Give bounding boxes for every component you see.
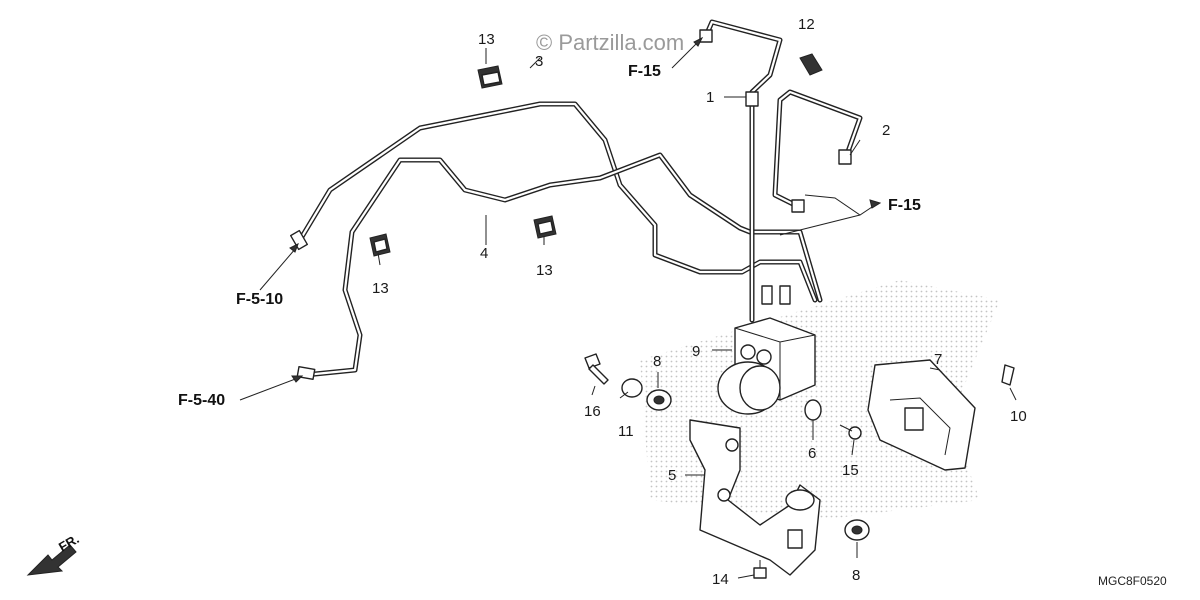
label-part-8-lower: 8 <box>852 567 860 584</box>
label-part-8-upper: 8 <box>653 353 661 370</box>
label-part-14: 14 <box>712 571 729 588</box>
label-part-11: 11 <box>618 423 634 440</box>
bolt-15 <box>839 424 862 440</box>
pipe-clip-13-top <box>477 65 503 89</box>
label-part-10: 10 <box>1010 408 1027 425</box>
cover-7 <box>867 359 976 471</box>
label-part-9: 9 <box>692 343 700 360</box>
grommet-8-lower <box>844 519 870 541</box>
pipe-clip-13-left <box>369 233 391 257</box>
brake-pipe-1 <box>702 19 783 323</box>
label-part-4: 4 <box>480 245 488 262</box>
ref-f5-40: F-5-40 <box>178 392 225 409</box>
fr-label: FR. <box>56 531 82 554</box>
label-part-1: 1 <box>706 89 714 106</box>
watermark-text: © Partzilla.com <box>536 30 684 55</box>
abs-modulator-9 <box>717 317 816 415</box>
label-part-13-center: 13 <box>536 262 553 279</box>
label-part-2: 2 <box>882 122 890 139</box>
bolt-10 <box>1001 364 1015 386</box>
grommet-8-upper <box>646 389 672 411</box>
label-part-13-left: 13 <box>372 280 389 297</box>
fitting-12 <box>799 53 823 76</box>
label-part-7: 7 <box>934 351 942 368</box>
bolt-14 <box>753 560 767 579</box>
brake-pipe-2 <box>772 89 863 208</box>
label-part-12: 12 <box>798 16 815 33</box>
brake-pipe-3 <box>297 101 818 303</box>
label-part-13-top: 13 <box>478 31 495 48</box>
label-part-15: 15 <box>842 462 859 479</box>
bracket-5 <box>689 419 821 576</box>
leader-lines <box>377 48 1017 579</box>
pipe-fittings <box>289 29 852 381</box>
label-part-6: 6 <box>808 445 816 462</box>
pipe-clip-13-center <box>533 215 557 239</box>
ref-f5-10: F-5-10 <box>236 291 283 308</box>
bolt-16 <box>584 353 609 385</box>
label-part-3: 3 <box>535 53 543 70</box>
front-direction-indicator: FR. <box>26 531 82 576</box>
reference-arrows <box>239 36 882 401</box>
label-part-16: 16 <box>584 403 601 420</box>
brake-pipe-4 <box>302 152 823 378</box>
ref-f15-right: F-15 <box>888 197 921 214</box>
label-part-5: 5 <box>668 467 676 484</box>
ref-f15-top: F-15 <box>628 63 661 80</box>
diagram-code: MGC8F0520 <box>1098 574 1167 588</box>
collar-6 <box>804 399 822 421</box>
